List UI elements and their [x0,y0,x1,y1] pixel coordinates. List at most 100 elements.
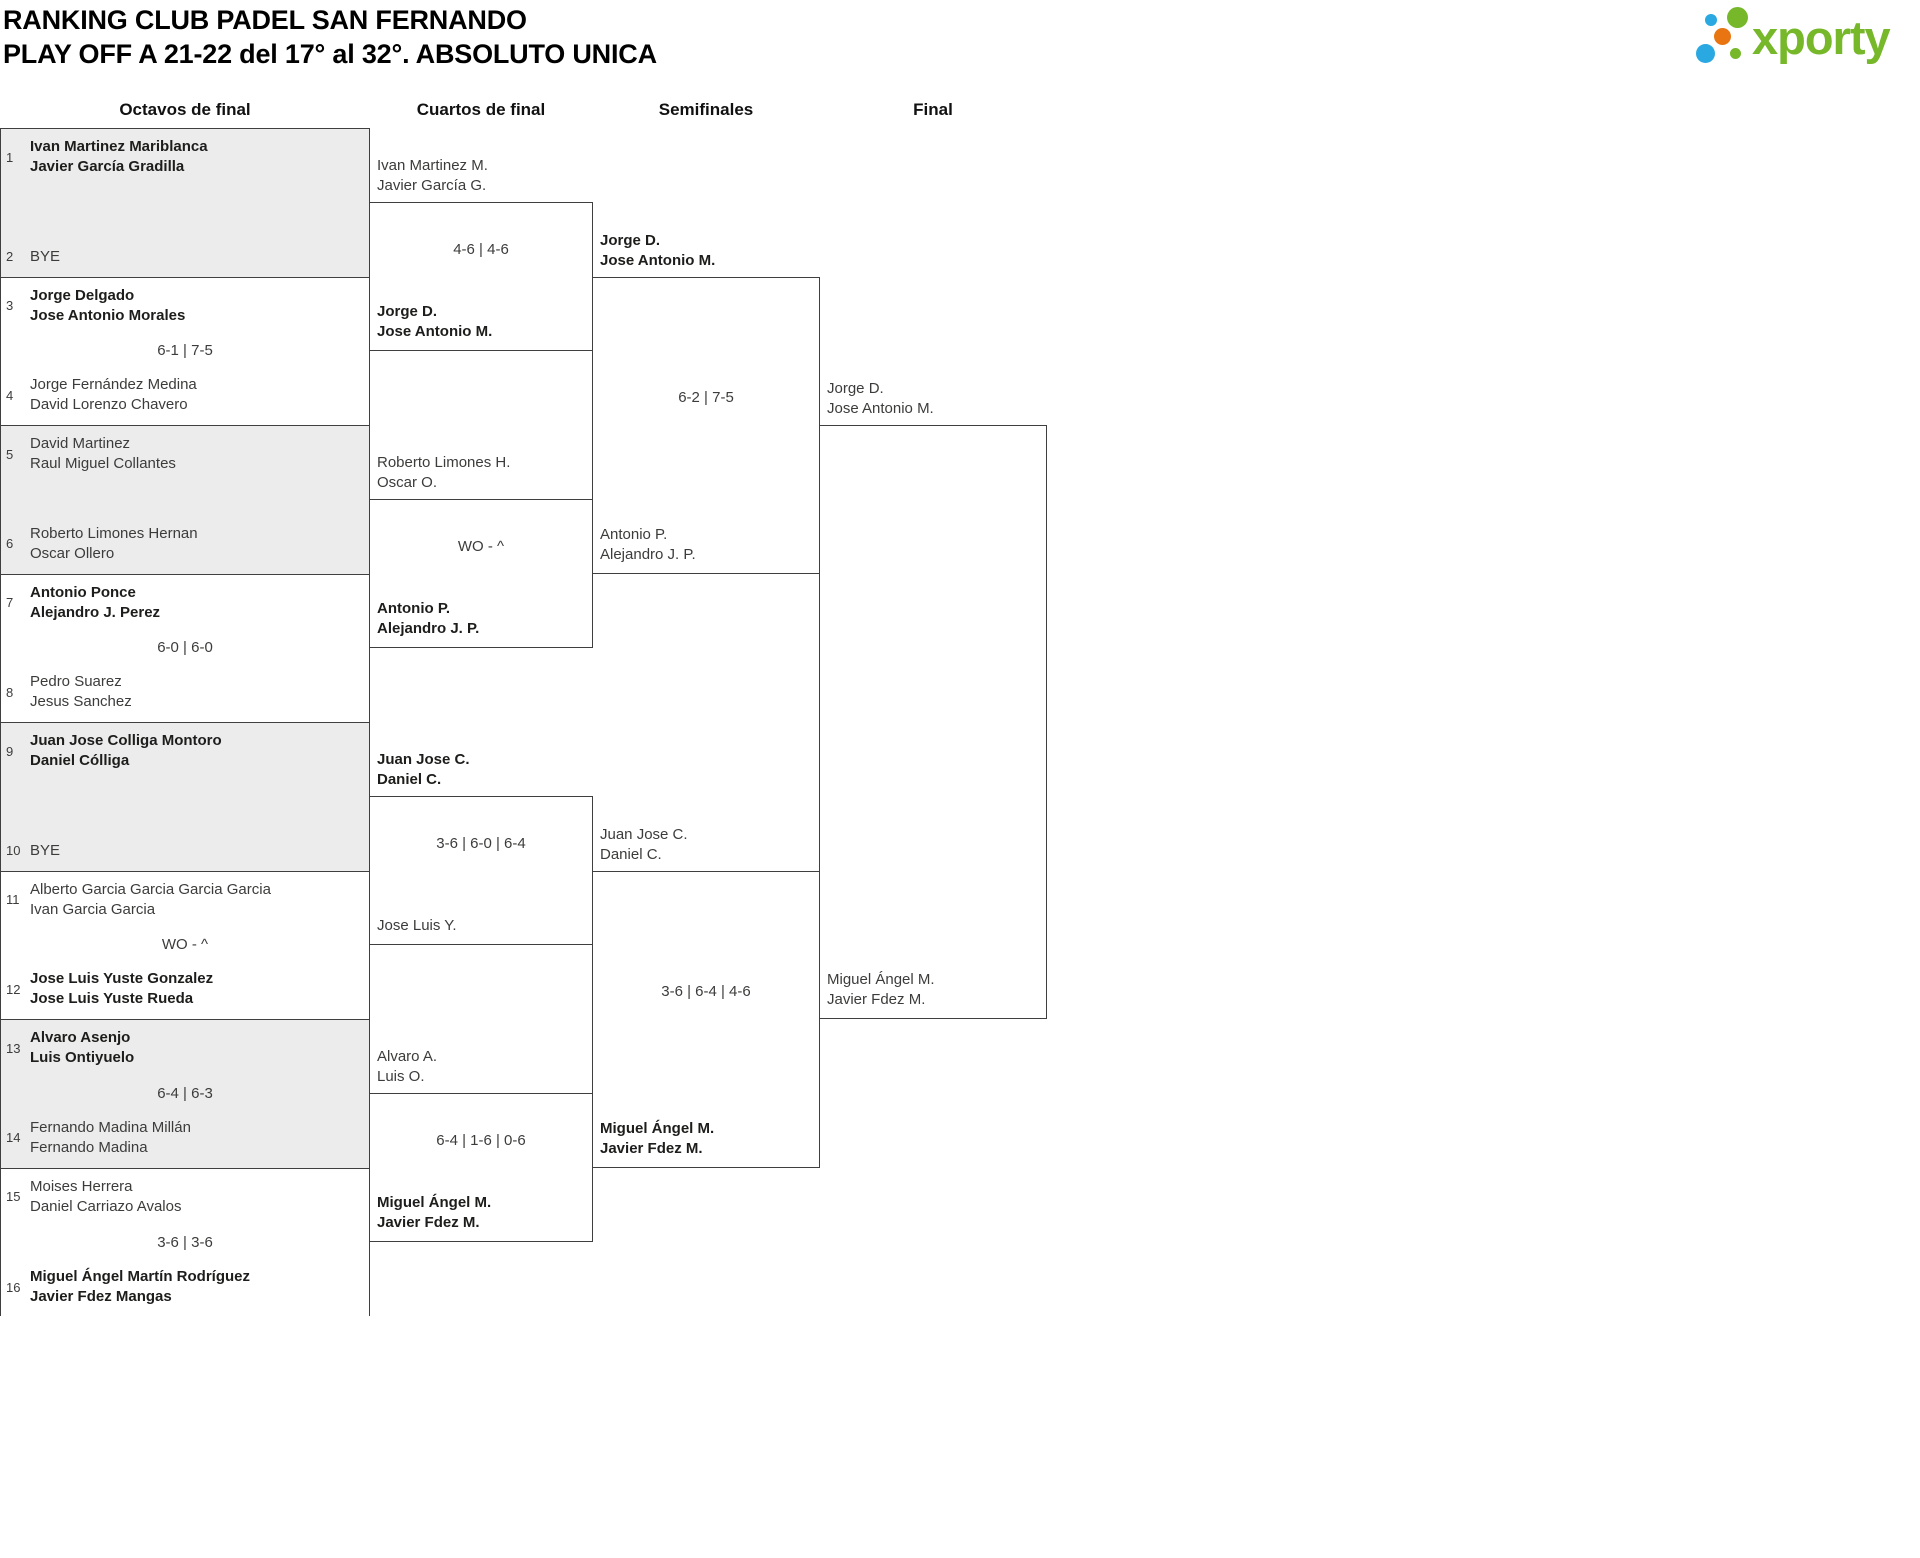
match-score: 3-6 | 6-0 | 6-4 [436,834,526,852]
column-header-octavos: Octavos de final [119,100,251,119]
player-name: Jose Luis Y. [377,916,457,934]
seed-number: 7 [6,595,14,610]
seed-number: 15 [6,1189,21,1204]
player-name: Jorge D. [827,380,884,397]
player-name: Jorge D. [377,302,438,320]
player-name: Javier Fdez M. [600,1139,703,1157]
player-name: Raul Miguel Collantes [30,455,176,472]
logo-dot-icon [1696,44,1715,63]
match-score: 6-0 | 6-0 [157,639,213,657]
logo-text: xporty [1752,11,1891,64]
match-score: 3-6 | 3-6 [157,1233,213,1251]
advancing-team: Jorge D.Jose Antonio M. [600,231,715,271]
column-header-semifinales: Semifinales [658,100,754,119]
player-name: Luis O. [377,1068,425,1086]
advancing-team: Miguel Ángel M.Javier Fdez M. [827,970,935,1010]
player-name: Luis Ontiyuelo [30,1049,135,1066]
player-name: BYE [30,841,61,859]
player-name: Jorge D. [600,231,661,249]
player-name: Antonio P. [377,599,451,617]
advancing-team: Juan Jose C.Daniel C. [377,750,470,790]
player-name: Ivan Martinez M. [377,157,488,175]
player-name: Alvaro Asenjo [30,1029,131,1046]
match-box-cuartos: Alvaro A.Luis O.Miguel Ángel M.Javier Fd… [369,1048,593,1242]
match-score: 4-6 | 4-6 [453,240,509,258]
xporty-logo[interactable]: xporty [1688,4,1920,70]
player-name: Javier García Gradilla [30,158,185,175]
logo-dot-icon [1705,14,1717,26]
player-name: Pedro Suarez [30,673,122,690]
match-box-cuartos: Ivan Martinez M. Javier García G. Jorge D.… [369,157,593,351]
title-line-2: PLAY OFF A 21-22 del 17° al 32°. ABSOLUT… [3,39,657,69]
seed-number: 9 [6,743,14,759]
player-name: Javier García G. [377,177,487,195]
player-name: BYE [30,247,61,265]
match-score: 6-4 | 1-6 | 0-6 [436,1131,526,1149]
seed-number: 10 [6,843,21,858]
player-name: Jorge Fernández Medina [30,376,197,393]
seed-number: 1 [6,149,14,165]
advancing-team: Jorge D. Jose Antonio M. [377,302,492,342]
advancing-team: Alvaro A.Luis O. [377,1047,437,1087]
match-score: WO - ^ [457,537,505,555]
player-name: Alberto Garcia Garcia Garcia Garcia [30,880,271,898]
player-name: Antonio P. [600,525,668,543]
player-name: Jesus Sanchez [30,693,132,710]
match-box-cuartos: Juan Jose C.Daniel C. Jose Luis Y. 3-6 | 6… [369,751,593,945]
seed-number: 12 [6,981,21,997]
advancing-team: Antonio P.Alejandro J. P. [600,525,696,565]
player-name: Daniel Carriazo Avalos [30,1197,182,1215]
player-name: Jose Antonio M. [827,400,934,417]
player-name: Antonio Ponce [30,583,136,601]
advancing-team: Ivan Martinez M. Javier García G. [377,156,488,196]
logo-dot-icon [1714,28,1731,45]
player-name: Oscar Ollero [30,544,115,562]
player-name: Jose Antonio M. [377,322,493,340]
match-box-cuartos: Roberto Limones H.Oscar O.Antonio P.Alej… [369,454,593,648]
advancing-team: Juan Jose C.Daniel C. [600,825,688,865]
seed-number: 2 [6,249,14,264]
player-name: Ivan Martinez Mariblanca [30,138,208,155]
player-name: Daniel Cólliga [30,752,130,769]
advancing-team: Miguel Ángel M. Javier Fdez M. [600,1119,714,1159]
player-name: Javier Fdez Mangas [30,1288,172,1305]
logo-dot-icon [1727,7,1748,28]
team-names: BYE [30,247,60,267]
player-name: Roberto Limones Hernan [30,524,198,542]
player-name: Fernando Madina Millán [30,1118,191,1136]
seed-number: 3 [6,298,14,313]
player-name: Miguel Ángel M. [827,971,935,988]
player-name: Juan Jose Colliga Montoro [30,732,222,749]
player-name: Miguel Ángel M. [600,1119,715,1137]
advancing-team: Jose Luis Y. [377,916,457,936]
match-score: 6-1 | 7-5 [157,342,213,360]
seed-number: 16 [6,1279,21,1295]
